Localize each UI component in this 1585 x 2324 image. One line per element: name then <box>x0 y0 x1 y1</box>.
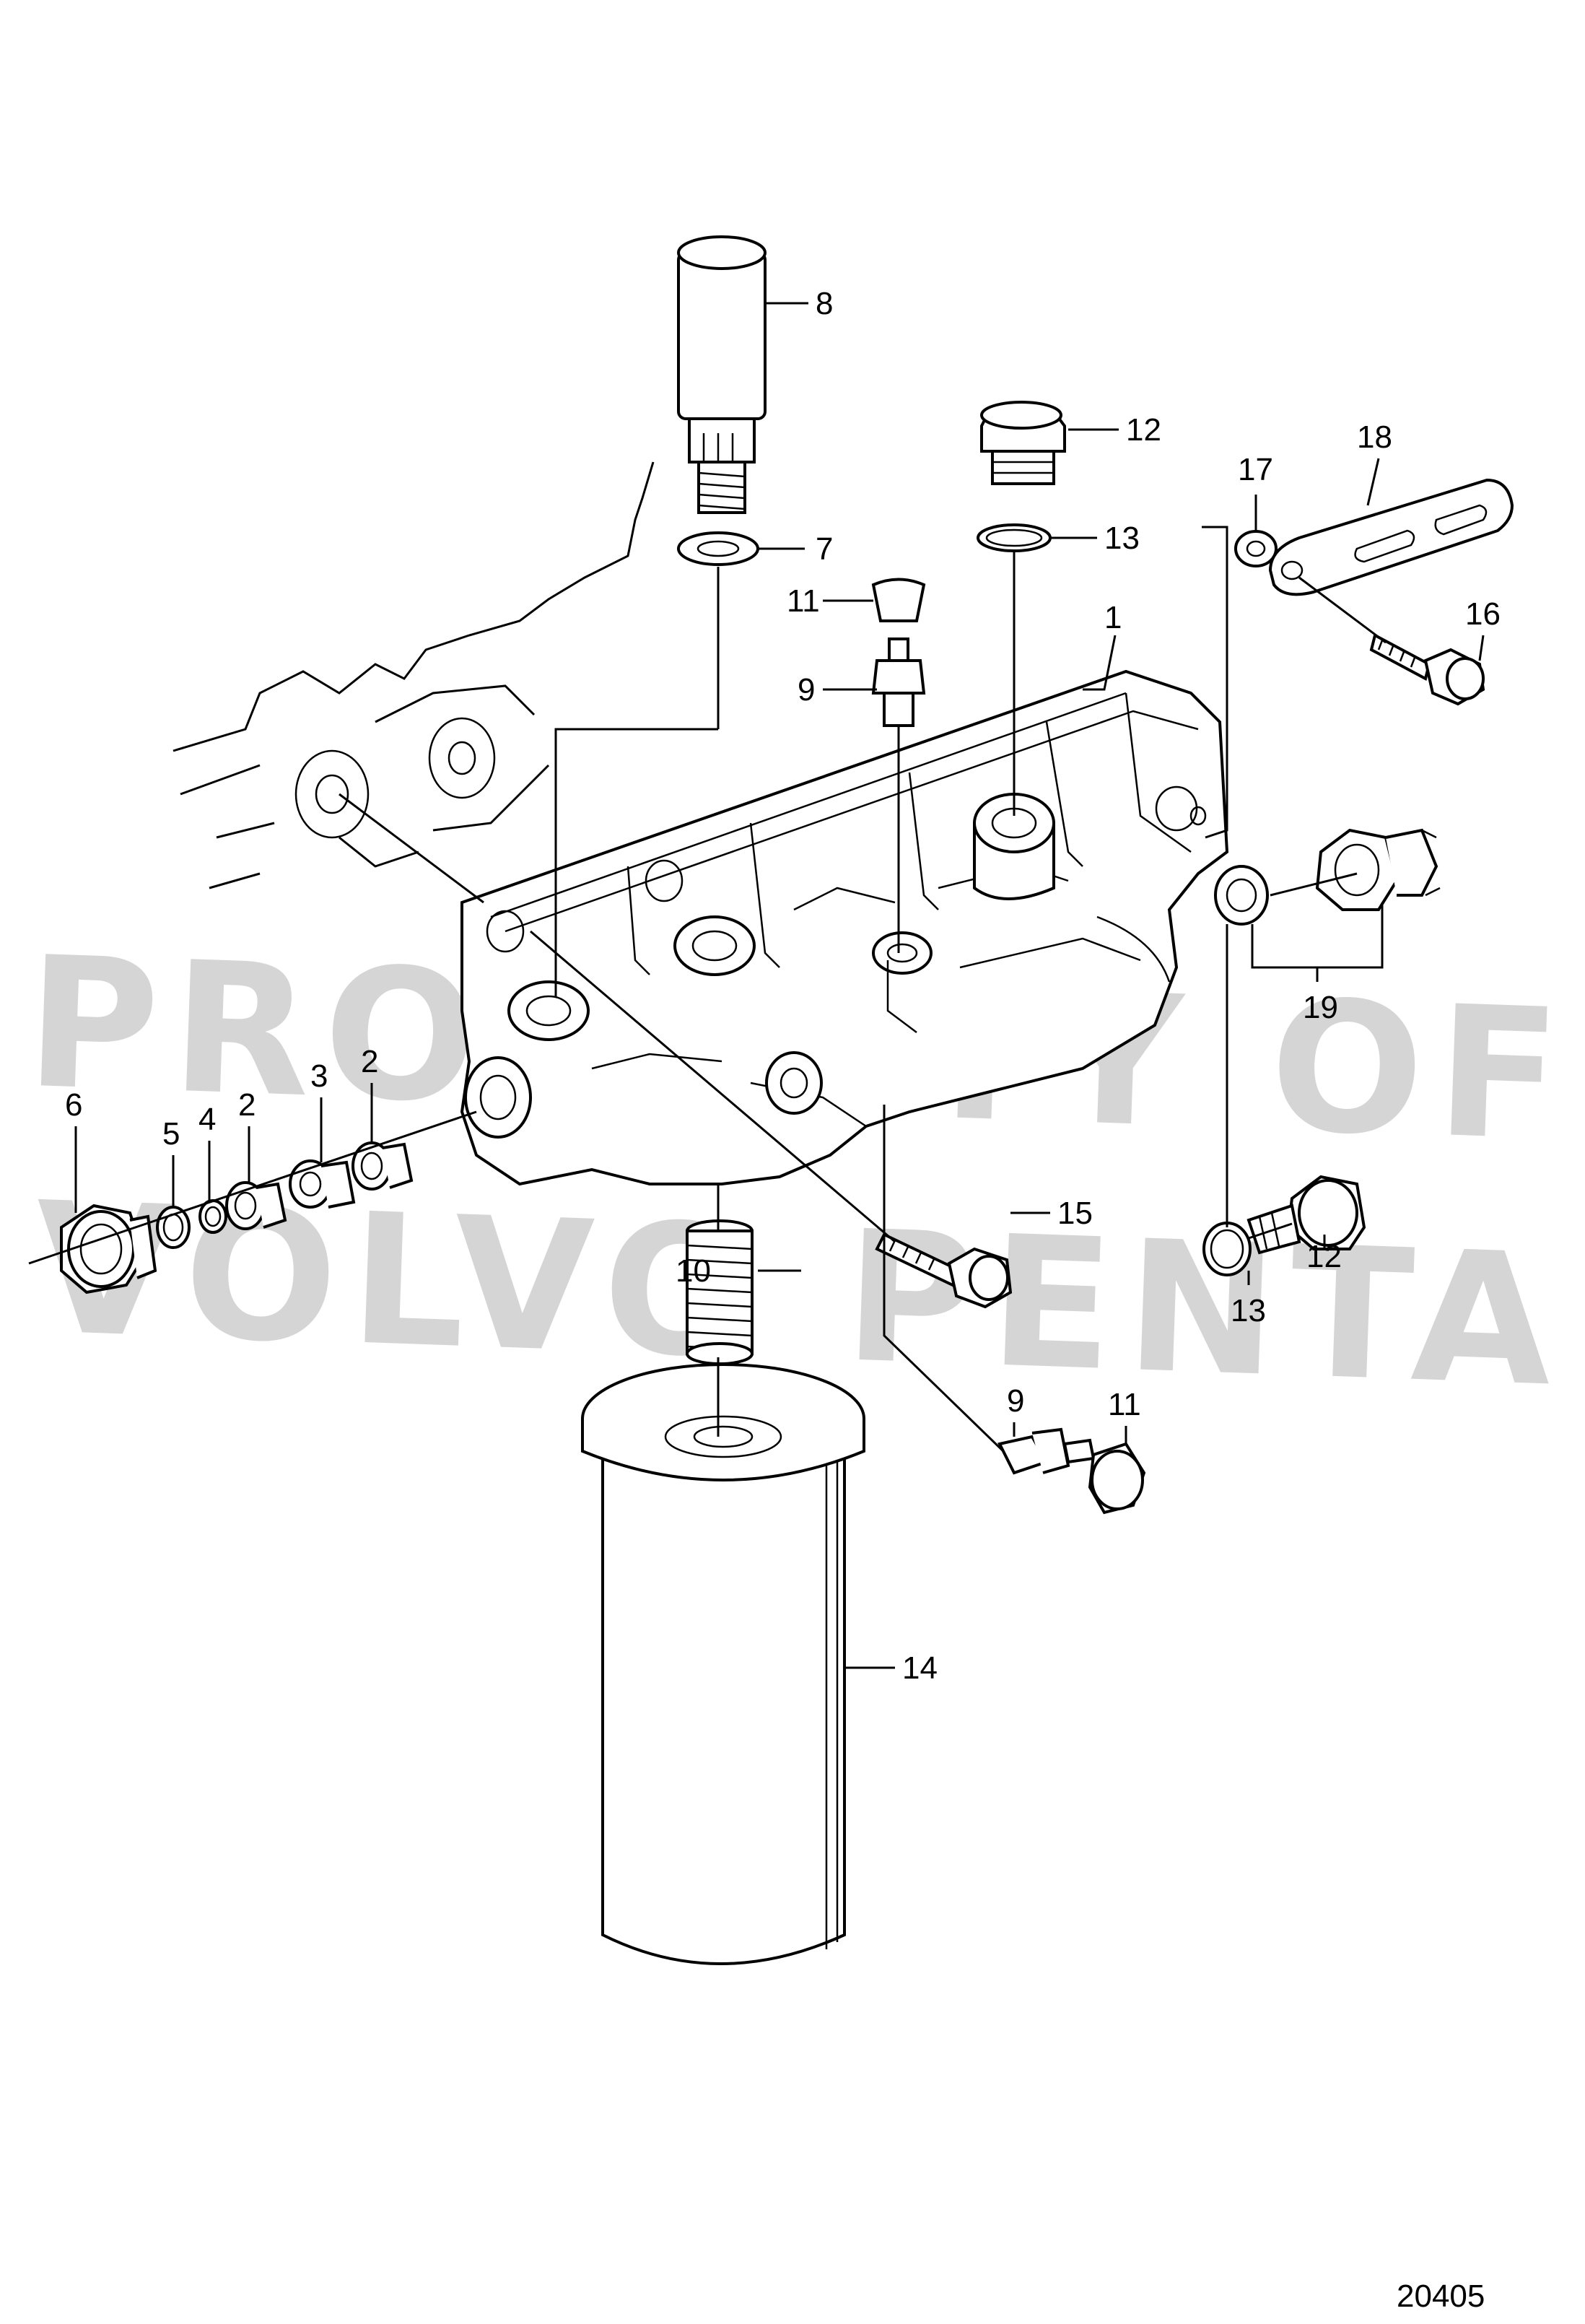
callout-leaders <box>74 302 1485 1669</box>
callout-19: 19 <box>1303 990 1338 1025</box>
callout-2-left: 2 <box>238 1087 256 1123</box>
callout-17: 17 <box>1238 452 1273 487</box>
engine-block-outline <box>173 461 655 889</box>
callout-15: 15 <box>1057 1196 1093 1231</box>
part-11-cap-lower <box>1088 1442 1146 1515</box>
part-2-valve-right <box>352 1141 414 1191</box>
callout-labels: 1 2 2 3 4 5 6 7 8 9 9 10 11 11 12 12 13 … <box>65 286 1501 1686</box>
part-18-strap <box>1268 478 1514 596</box>
callout-6: 6 <box>65 1087 82 1123</box>
part-15-bolt <box>875 1232 1013 1309</box>
part-4-oring <box>198 1199 227 1234</box>
figure-number: 20405 <box>1397 2279 1485 2314</box>
part-3-spring-seat <box>289 1159 356 1209</box>
callout-1: 1 <box>1104 600 1122 635</box>
part-11-cap-top <box>871 578 926 622</box>
callout-13-top: 13 <box>1104 521 1140 556</box>
assembly-lines <box>28 526 1387 1453</box>
part-2-valve-left <box>225 1181 287 1230</box>
callout-9-top: 9 <box>798 672 815 708</box>
part-9-nipple-top <box>871 637 926 727</box>
callout-13-right: 13 <box>1231 1293 1266 1328</box>
callout-9-lower: 9 <box>1007 1383 1024 1419</box>
part-13-oring-top <box>977 523 1052 552</box>
part-19-switch <box>1214 828 1441 926</box>
part-10-stud <box>686 1219 754 1365</box>
part-5-oring <box>156 1206 191 1249</box>
callout-12-right: 12 <box>1306 1239 1342 1274</box>
callout-16: 16 <box>1465 596 1501 632</box>
callout-5: 5 <box>162 1116 180 1152</box>
callout-10: 10 <box>676 1253 711 1289</box>
filter-bracket-part-1 <box>460 669 1229 1186</box>
part-7-washer <box>677 531 759 566</box>
part-13-oring-right <box>1202 1222 1252 1276</box>
callout-12-top: 12 <box>1126 412 1161 448</box>
callout-7: 7 <box>816 531 833 567</box>
callout-18: 18 <box>1357 419 1392 455</box>
part-9-nipple-lower <box>997 1427 1096 1475</box>
callout-11-lower: 11 <box>1108 1387 1141 1422</box>
part-14-oil-filter <box>581 1363 865 1965</box>
callout-14: 14 <box>902 1650 938 1686</box>
part-8-sender <box>677 235 767 514</box>
callout-3: 3 <box>310 1058 328 1094</box>
part-16-bolt <box>1369 633 1485 706</box>
callout-11-top: 11 <box>787 583 820 619</box>
part-12-plug-top <box>980 401 1066 485</box>
callout-4: 4 <box>198 1102 216 1137</box>
part-6-plug <box>60 1204 157 1294</box>
part-17-spacer <box>1234 530 1278 567</box>
callout-2-right: 2 <box>361 1044 378 1079</box>
callout-8: 8 <box>816 286 833 321</box>
